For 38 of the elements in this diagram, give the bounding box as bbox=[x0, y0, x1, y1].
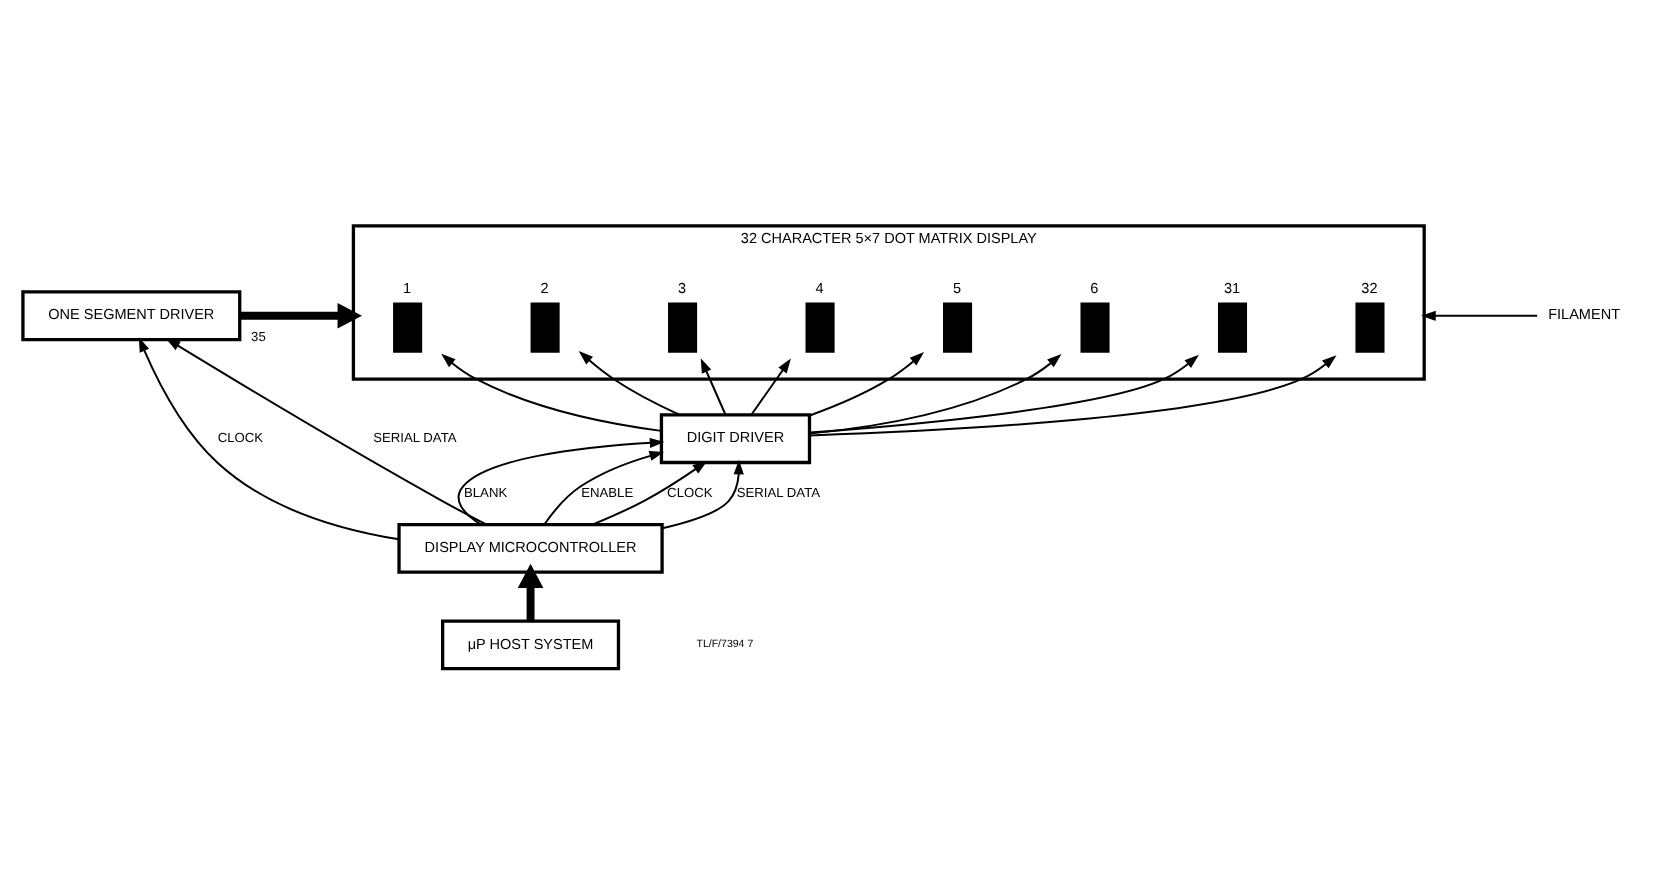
arrow bbox=[591, 460, 708, 525]
node-box bbox=[1217, 301, 1248, 352]
arrow bbox=[517, 562, 544, 620]
node-box: μP HOST SYSTEM bbox=[441, 618, 621, 670]
node-label: 5 bbox=[952, 278, 962, 297]
arrow bbox=[441, 352, 663, 431]
node-text: FILAMENT bbox=[1548, 304, 1621, 323]
node-box bbox=[668, 301, 698, 352]
node-box bbox=[943, 301, 973, 352]
arrow bbox=[138, 336, 400, 540]
arrow bbox=[808, 351, 925, 416]
node-box bbox=[1355, 301, 1385, 352]
arrow bbox=[808, 353, 1199, 433]
node-label: 6 bbox=[1090, 278, 1099, 297]
node-box: ONE SEGMENT DRIVER bbox=[21, 289, 242, 341]
arrow bbox=[578, 350, 681, 415]
node-box bbox=[393, 301, 423, 352]
arrow bbox=[457, 436, 665, 525]
node-box bbox=[805, 301, 835, 352]
arrow bbox=[543, 450, 665, 525]
arrow bbox=[700, 357, 727, 415]
arrow bbox=[1421, 309, 1539, 320]
arrow bbox=[750, 357, 791, 415]
arrow bbox=[165, 337, 488, 525]
node-box: DIGIT DRIVER bbox=[659, 412, 812, 464]
node-label: 31 bbox=[1223, 278, 1241, 297]
node-label: 4 bbox=[815, 278, 824, 297]
node-box: DISPLAY MICROCONTROLLER bbox=[397, 521, 664, 573]
arrow bbox=[239, 301, 362, 328]
node-box bbox=[1080, 301, 1110, 352]
arrow bbox=[808, 354, 1337, 436]
node-label: 32 bbox=[1361, 278, 1378, 297]
arrow bbox=[661, 458, 744, 529]
node-box bbox=[530, 301, 560, 352]
node-label: 3 bbox=[677, 278, 687, 297]
node-label: 1 bbox=[402, 278, 412, 297]
arrow bbox=[808, 353, 1062, 434]
node-label: 2 bbox=[540, 278, 549, 297]
